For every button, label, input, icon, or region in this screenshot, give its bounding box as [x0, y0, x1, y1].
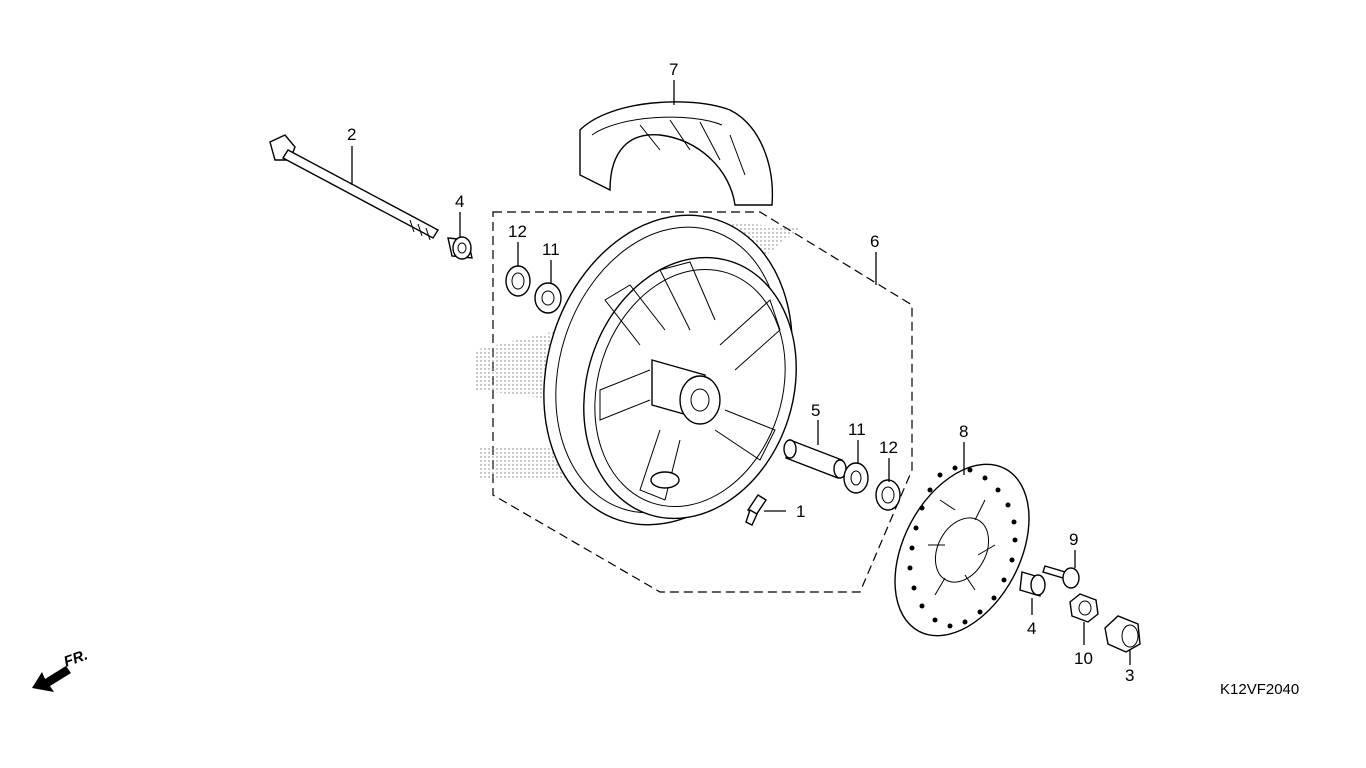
callout-right-dust-seal: 12 [879, 438, 898, 457]
axle-nut-cap[interactable] [1104, 615, 1141, 653]
callout-valve: 1 [796, 502, 805, 521]
direction-label: FR. [62, 647, 91, 671]
callout-left-dust-seal: 12 [508, 222, 527, 241]
disc-bolt[interactable] [1042, 565, 1080, 589]
distance-collar[interactable] [783, 439, 847, 479]
right-bearing[interactable] [843, 462, 869, 494]
callout-disc-bolt: 9 [1069, 530, 1078, 549]
right-dust-seal[interactable] [875, 479, 901, 511]
right-collar[interactable] [1019, 571, 1046, 597]
tire[interactable] [579, 101, 774, 206]
axle-nut[interactable] [1069, 593, 1099, 623]
callout-distance-collar: 5 [811, 401, 820, 420]
callout-wheel-rim: 6 [870, 232, 879, 251]
callout-axle-bolt: 2 [347, 125, 356, 144]
leader-lines [351, 80, 1131, 665]
callout-labels: 1 2 3 4 4 5 6 7 8 9 10 11 11 12 12 [347, 60, 1134, 685]
callout-axle-nut-cap: 3 [1125, 666, 1134, 685]
callout-axle-nut: 10 [1074, 649, 1093, 668]
callout-left-collar: 4 [455, 192, 464, 211]
callout-brake-disc: 8 [959, 422, 968, 441]
callout-right-collar: 4 [1027, 619, 1036, 638]
left-dust-seal[interactable] [505, 265, 531, 297]
callout-left-bearing: 11 [542, 240, 560, 259]
diagram-code: K12VF2040 [1220, 681, 1299, 698]
front-direction-indicator: FR. [32, 647, 90, 692]
axle-bolt[interactable] [269, 134, 439, 241]
callout-right-bearing: 11 [848, 420, 866, 439]
wheel-rim[interactable] [505, 183, 831, 558]
left-bearing[interactable] [534, 282, 562, 314]
valve[interactable] [745, 494, 767, 526]
arrow-left-icon [32, 666, 71, 692]
brake-disc[interactable] [868, 442, 1057, 659]
callout-tire: 7 [669, 60, 678, 79]
left-collar[interactable] [447, 236, 473, 260]
